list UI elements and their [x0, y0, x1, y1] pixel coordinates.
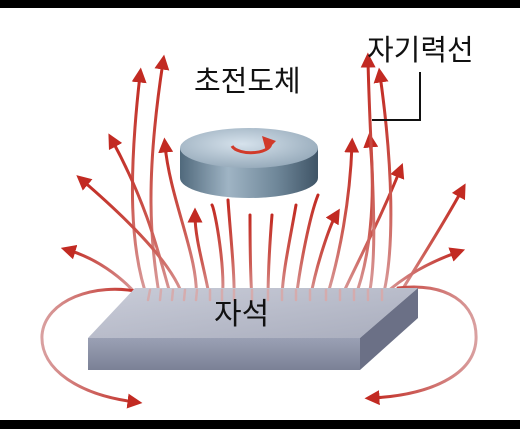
field-line: [40, 287, 143, 409]
label-field-lines: 자기력선: [367, 33, 474, 67]
label-magnet: 자석: [214, 297, 269, 332]
magnet: [88, 288, 418, 370]
field-line: [130, 67, 150, 302]
field-line: [108, 133, 174, 302]
field-line: [158, 137, 198, 302]
field-line: [324, 137, 360, 302]
leader-line: [372, 72, 421, 121]
field-line: [149, 54, 170, 302]
field-line-roots: [146, 288, 384, 302]
field-line: [373, 67, 393, 302]
field-line: [364, 285, 478, 406]
disk-top: [180, 128, 318, 168]
curved-arrow-icon: [230, 136, 276, 155]
label-superconductor: 초전도체: [194, 64, 301, 98]
field-lines-return: [40, 285, 478, 409]
magnet-side-face: [360, 288, 418, 370]
superconductor-disk: [180, 128, 318, 198]
field-line: [360, 52, 376, 302]
magnet-top-face: [88, 288, 418, 338]
magnet-front-face: [88, 338, 360, 370]
field-lines-right: [266, 52, 466, 302]
